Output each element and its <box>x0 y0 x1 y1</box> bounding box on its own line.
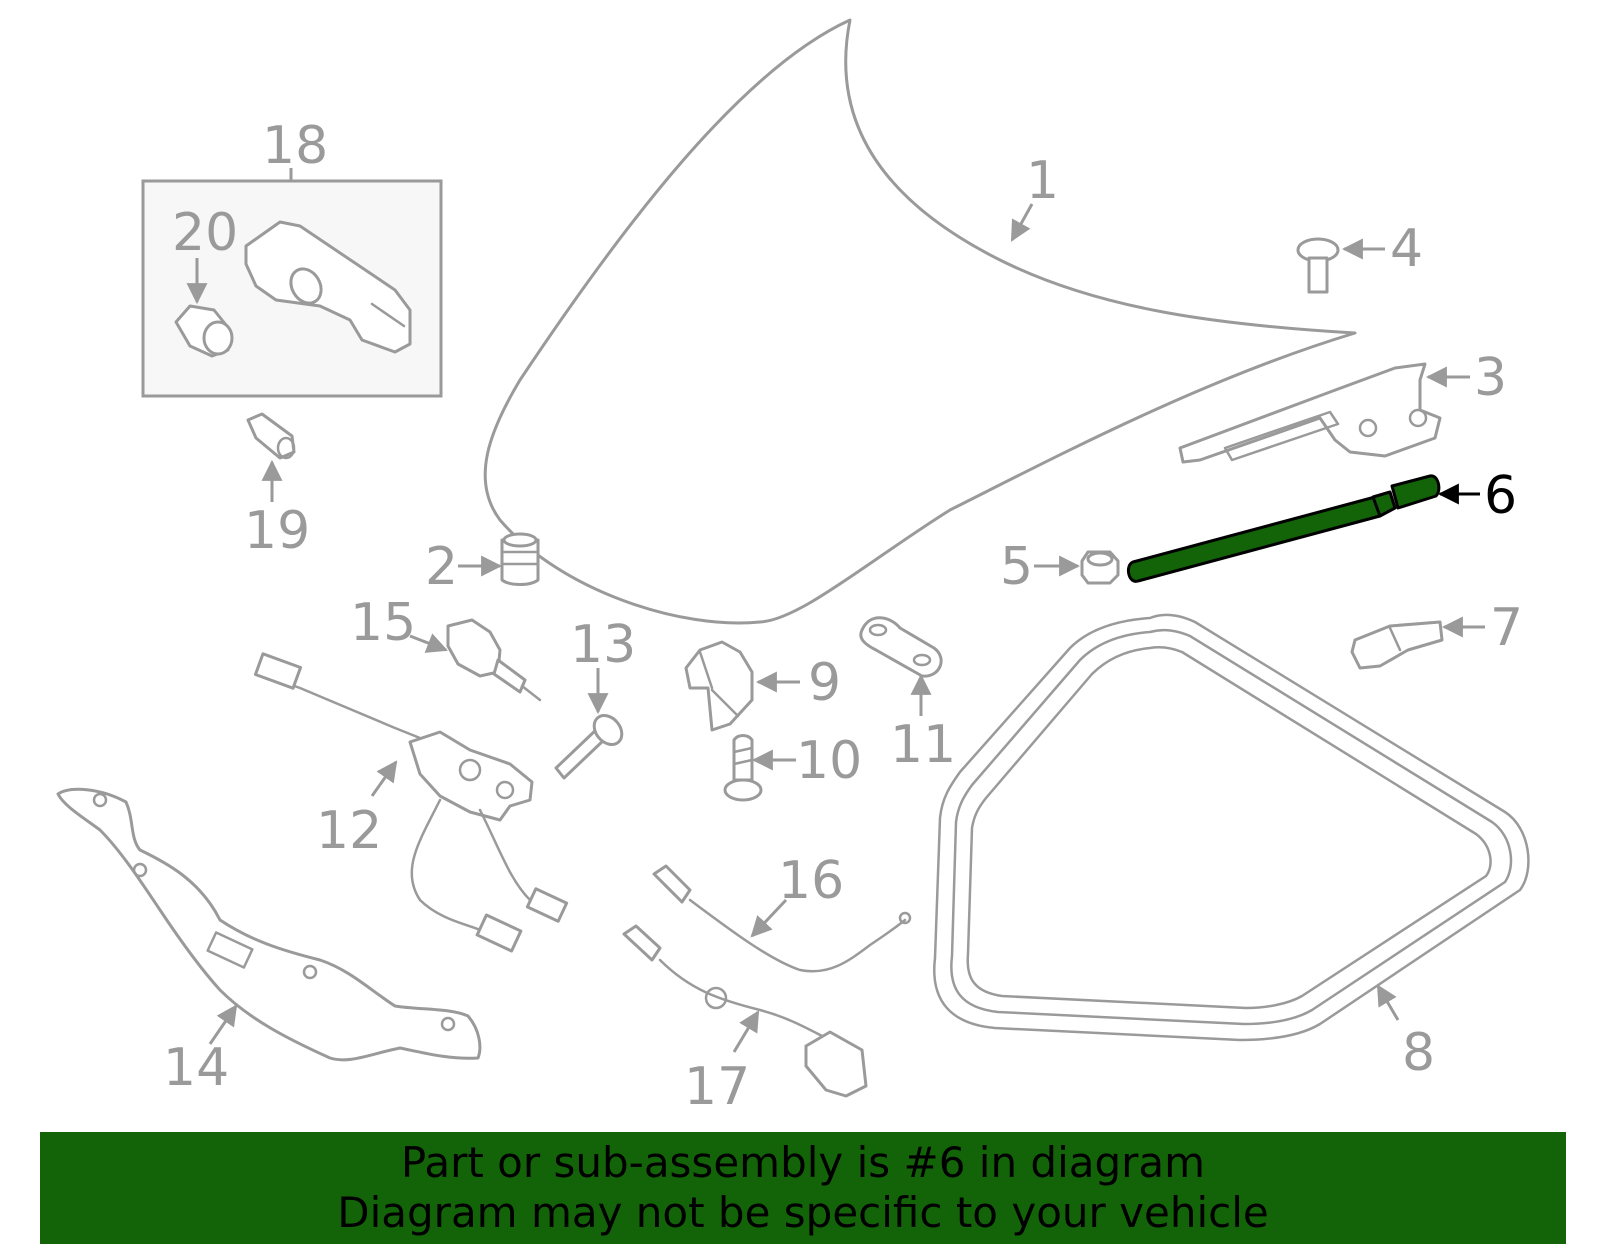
part-8-weatherstrip <box>933 613 1530 1042</box>
part-11-pad <box>859 616 943 678</box>
part-14-lock-support <box>56 787 482 1062</box>
svg-text:15: 15 <box>350 593 416 653</box>
svg-text:20: 20 <box>172 203 238 263</box>
callout-6: 6 <box>1437 466 1517 526</box>
callout-2: 2 <box>425 537 503 597</box>
callout-14: 14 <box>163 1004 238 1098</box>
svg-text:5: 5 <box>1000 537 1033 597</box>
part-15-switch <box>446 618 542 702</box>
part-7-clip <box>1350 620 1444 670</box>
callout-7: 7 <box>1441 598 1523 658</box>
part-6-support-strut[interactable] <box>1126 474 1441 583</box>
callout-4: 4 <box>1341 219 1423 279</box>
callout-1: 1 <box>1010 151 1059 242</box>
svg-text:16: 16 <box>778 851 844 911</box>
callout-17: 17 <box>684 1010 760 1117</box>
callout-8: 8 <box>1376 984 1435 1083</box>
part-1-hood <box>483 18 1357 625</box>
part-3-hinge <box>1178 362 1442 464</box>
part-20-sensor <box>174 304 234 358</box>
svg-text:12: 12 <box>316 801 382 861</box>
info-banner: Part or sub-assembly is #6 in diagram Di… <box>40 1132 1566 1244</box>
callout-15: 15 <box>350 593 448 653</box>
callout-3: 3 <box>1425 348 1507 408</box>
callout-12: 12 <box>316 760 398 861</box>
callout-19: 19 <box>244 459 310 561</box>
callout-18: 18 <box>262 116 328 181</box>
svg-text:4: 4 <box>1390 219 1423 279</box>
svg-text:17: 17 <box>684 1057 750 1117</box>
part-4-bolt <box>1296 237 1340 294</box>
callout-16: 16 <box>750 851 844 938</box>
svg-text:7: 7 <box>1490 598 1523 658</box>
part-16-release-cable <box>652 864 912 973</box>
callout-5: 5 <box>1000 537 1081 597</box>
part-2-bumper <box>500 532 540 586</box>
svg-text:3: 3 <box>1474 348 1507 408</box>
svg-text:2: 2 <box>425 537 458 597</box>
svg-text:14: 14 <box>163 1038 229 1098</box>
svg-text:11: 11 <box>890 715 956 775</box>
callout-11: 11 <box>890 673 956 775</box>
part-13-bolt <box>554 714 624 780</box>
callout-13: 13 <box>570 615 636 715</box>
callout-20: 20 <box>172 203 238 305</box>
svg-text:8: 8 <box>1402 1023 1435 1083</box>
banner-line-2: Diagram may not be specific to your vehi… <box>337 1188 1269 1237</box>
svg-text:10: 10 <box>796 731 862 791</box>
part-9-bracket <box>684 640 754 732</box>
banner-line-1: Part or sub-assembly is #6 in diagram <box>400 1138 1206 1187</box>
part-17-harness <box>622 924 868 1098</box>
svg-text:6: 6 <box>1484 466 1517 526</box>
callout-9: 9 <box>755 653 841 713</box>
svg-text:9: 9 <box>808 653 841 713</box>
part-10-screw <box>723 734 763 802</box>
svg-text:19: 19 <box>244 501 310 561</box>
part-19-clip <box>246 412 296 460</box>
svg-text:18: 18 <box>262 116 328 176</box>
svg-text:1: 1 <box>1026 151 1059 211</box>
part-5-nut <box>1080 550 1120 585</box>
callout-10: 10 <box>751 731 862 791</box>
svg-text:13: 13 <box>570 615 636 675</box>
part-12-latch <box>253 652 569 953</box>
